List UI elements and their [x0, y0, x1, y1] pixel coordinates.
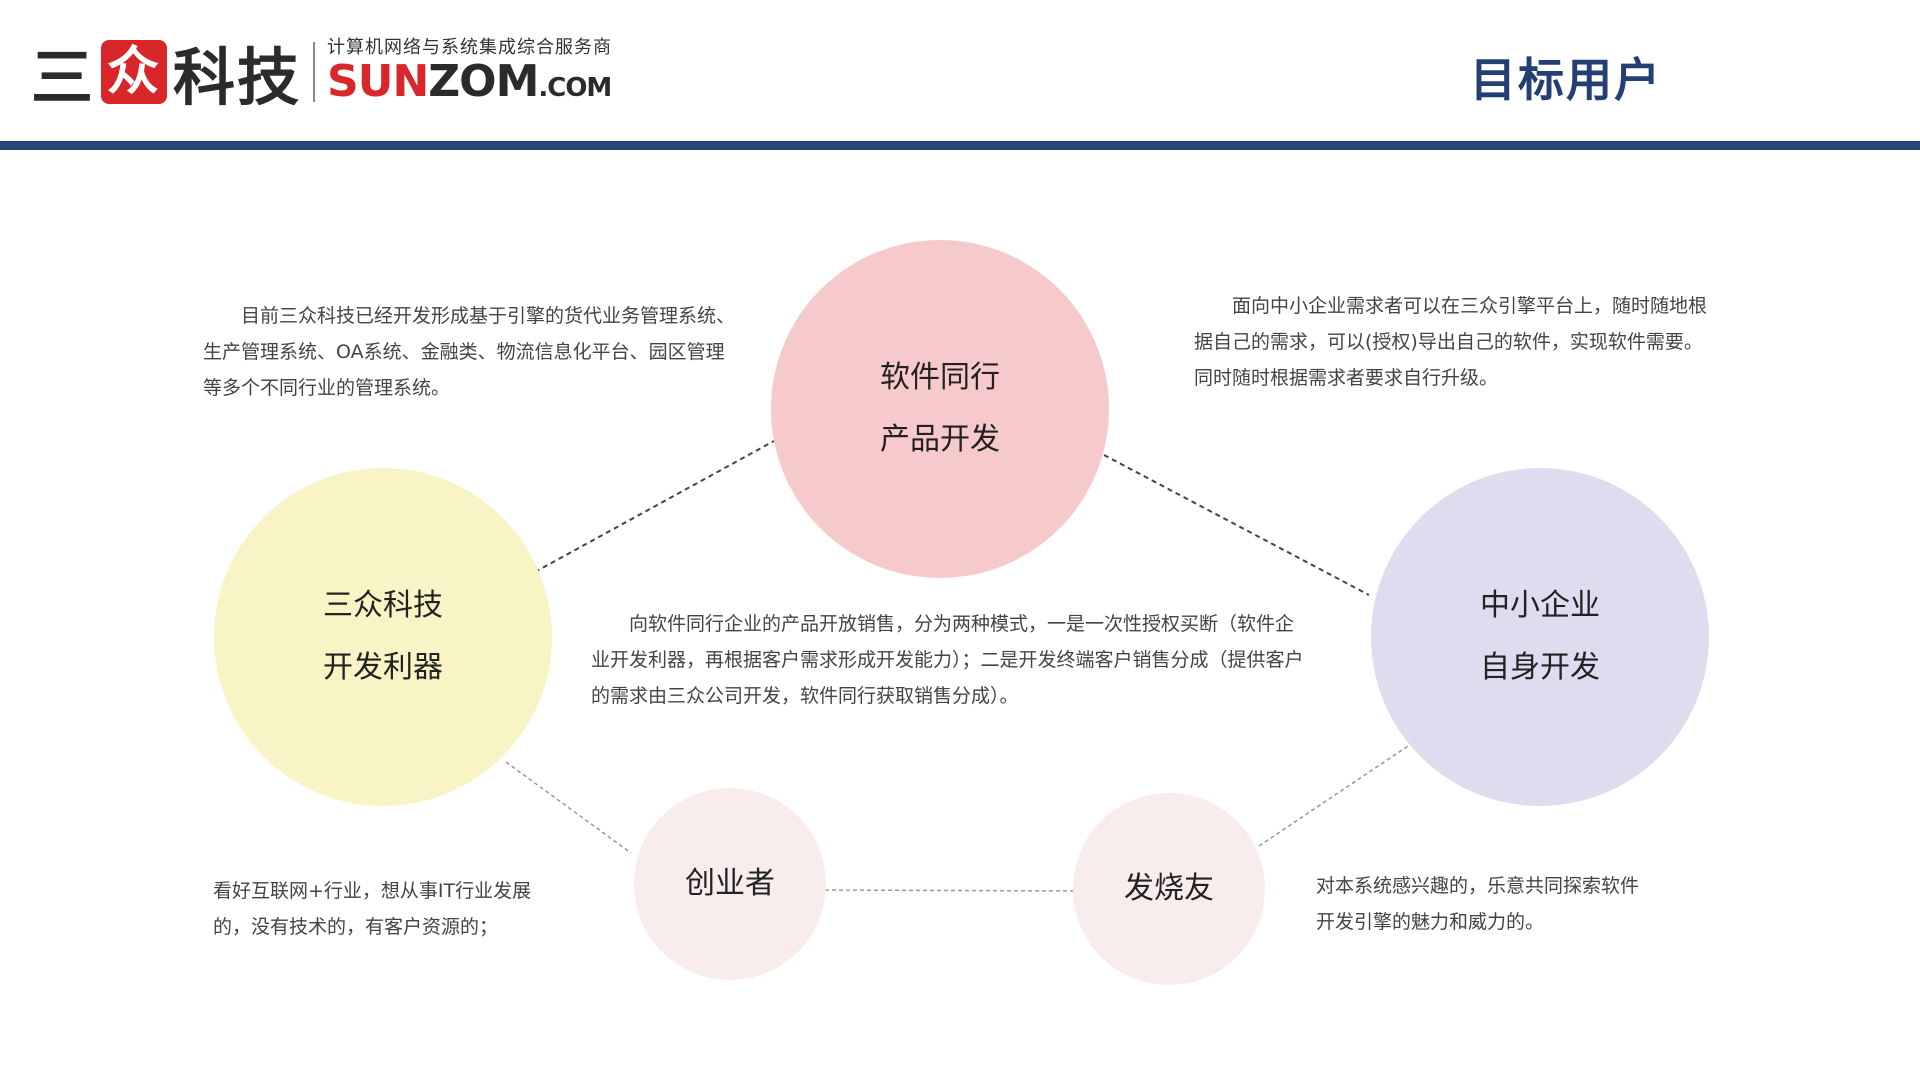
logo-en-suffix: .COM — [538, 73, 612, 103]
circle-label: 中小企业 — [1480, 588, 1600, 623]
sunzom-description: 目前三众科技已经开发形成基于引擎的货代业务管理系统、生产管理系统、OA系统、金融… — [203, 305, 736, 399]
connector-sunzom-peer — [534, 440, 775, 573]
logo-wordmark: SUNZOM.COM — [327, 59, 612, 111]
connector-enthusiast-sme — [1258, 745, 1409, 847]
logo-char: 三 — [31, 41, 96, 114]
logo-emblem: 众 — [101, 40, 168, 104]
circle-label: 发烧友 — [1124, 871, 1214, 906]
logo-en-red: SUN — [327, 56, 429, 107]
connector-founder-enthusiast — [817, 889, 1079, 892]
circle-label: 三众科技 — [323, 588, 443, 623]
sme-description: 面向中小企业需求者可以在三众引擎平台上，随时随地根据自己的需求，可以(授权)导出… — [1194, 295, 1708, 389]
circle-sunzom-tool: 三众科技开发利器 — [214, 468, 552, 806]
enthusiast-description: 对本系统感兴趣的，乐意共同探索软件开发引擎的魅力和威力的。 — [1316, 875, 1640, 933]
peer-description: 向软件同行企业的产品开放销售，分为两种模式，一是一次性授权买断（软件企业开发利器… — [591, 613, 1304, 707]
circle-software-peers: 软件同行产品开发 — [771, 240, 1109, 578]
circle-label: 产品开发 — [880, 422, 1000, 457]
circle-sme: 中小企业自身开发 — [1371, 468, 1709, 806]
circle-enthusiast: 发烧友 — [1073, 793, 1265, 985]
connector-peer-sme — [1103, 454, 1370, 596]
connector-sunzom-founder — [505, 761, 632, 854]
page-title: 目标用户 — [1470, 53, 1662, 107]
logo-en-dark: ZOM — [428, 56, 539, 107]
logo-char: 科技 — [173, 41, 302, 114]
logo-tagline: 计算机网络与系统集成综合服务商 — [327, 37, 613, 58]
logo-divider — [313, 42, 316, 102]
header-divider-bar — [0, 141, 1920, 150]
circle-label: 自身开发 — [1480, 650, 1600, 685]
company-logo: 三 众 科技 计算机网络与系统集成综合服务商 SUNZOM.COM — [31, 37, 612, 114]
circle-label: 软件同行 — [880, 360, 1000, 395]
circle-label: 开发利器 — [323, 650, 443, 685]
circle-founder: 创业者 — [634, 788, 826, 980]
founder-description: 看好互联网+行业，想从事IT行业发展的，没有技术的，有客户资源的； — [213, 880, 532, 938]
circle-label: 创业者 — [685, 866, 775, 901]
